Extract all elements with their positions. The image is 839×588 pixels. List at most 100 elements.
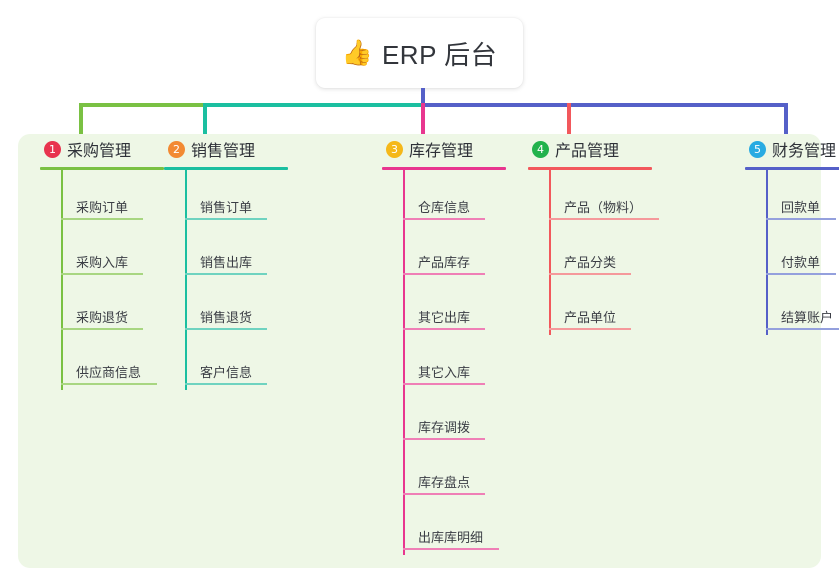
branch-item[interactable]: 回款单 [745,170,839,225]
branch-spine [403,170,405,555]
branch-item-rule [185,328,267,330]
branch-spine [549,170,551,335]
branch-item[interactable]: 采购订单 [40,170,180,225]
root-title: ERP 后台 [381,39,498,70]
branch-item-label: 回款单 [781,200,821,215]
branch-header-rule [528,167,652,170]
branch-spine [766,170,768,335]
branch-item-rule [549,328,631,330]
branch-item-rule [403,493,485,495]
branch-title: 财务管理 [772,143,837,160]
branch-spine [185,170,187,390]
branch-item-rule [185,273,267,275]
branch-item[interactable]: 库存盘点 [382,445,532,500]
branch-item[interactable]: 产品库存 [382,225,532,280]
branch-items: 回款单付款单结算账户 [745,170,839,335]
branch-number-badge: 2 [168,140,185,158]
trunk-stem-connector [421,88,425,105]
branch-number-badge: 1 [44,140,61,158]
branch-items: 仓库信息产品库存其它出库其它入库库存调拨库存盘点出库库明细 [382,170,532,555]
branch-item-rule [403,328,485,330]
branch-item-label: 采购退货 [76,310,129,325]
branch-items: 销售订单销售出库销售退货客户信息 [164,170,314,390]
branch-item-rule [403,218,485,220]
branch-header-1[interactable]: 1 采购管理 [40,134,180,164]
horizontal-connector-purple [421,103,788,107]
branch-item[interactable]: 采购退货 [40,280,180,335]
branch-item-label: 产品库存 [418,255,471,270]
branch-item[interactable]: 付款单 [745,225,839,280]
branch-item[interactable]: 仓库信息 [382,170,532,225]
branch-item-rule [403,438,485,440]
drop-connector-2 [203,103,207,136]
branch-item-label: 其它入库 [418,365,471,380]
branch-title: 采购管理 [67,143,132,160]
branch-item[interactable]: 采购入库 [40,225,180,280]
branch-column-1: 1 采购管理采购订单采购入库采购退货供应商信息 [40,134,180,390]
branch-item-label: 销售出库 [200,255,253,270]
branch-item-label: 出库库明细 [418,530,484,545]
branch-title: 产品管理 [555,143,620,160]
root-node-content: 👍 ERP 后台 [342,35,497,72]
branch-item[interactable]: 销售退货 [164,280,314,335]
branch-item[interactable]: 库存调拨 [382,390,532,445]
branch-column-5: 5 财务管理回款单付款单结算账户 [745,134,839,335]
branch-item-rule [549,273,631,275]
thumbs-up-icon: 👍 [341,38,373,67]
branch-item-rule [549,218,659,220]
branch-item-rule [403,548,499,550]
branch-item[interactable]: 销售出库 [164,225,314,280]
branch-item-rule [403,383,485,385]
branch-item-label: 供应商信息 [76,365,142,380]
branch-item[interactable]: 销售订单 [164,170,314,225]
branch-items: 采购订单采购入库采购退货供应商信息 [40,170,180,390]
horizontal-connector-teal [203,103,423,107]
branch-item-rule [185,218,267,220]
branch-item-label: 结算账户 [781,310,834,325]
branch-item-rule [61,383,157,385]
drop-connector-4 [567,103,571,136]
branch-item-label: 产品分类 [564,255,617,270]
branch-item[interactable]: 产品单位 [528,280,688,335]
branch-item-label: 库存调拨 [418,420,471,435]
branch-item-label: 采购入库 [76,255,129,270]
branch-item-rule [185,383,267,385]
branch-item-rule [61,218,143,220]
branch-item-rule [766,273,836,275]
branch-number-badge: 4 [532,140,549,158]
branch-item-label: 销售订单 [200,200,253,215]
branch-item[interactable]: 其它出库 [382,280,532,335]
branch-header-4[interactable]: 4 产品管理 [528,134,688,164]
branch-item-rule [766,328,839,330]
horizontal-connector-green [79,103,205,107]
branch-header-rule [164,167,288,170]
branch-item-label: 采购订单 [76,200,129,215]
branch-item-label: 其它出库 [418,310,471,325]
branch-header-5[interactable]: 5 财务管理 [745,134,839,164]
drop-connector-3 [421,103,425,136]
branch-item-label: 付款单 [781,255,821,270]
branch-item[interactable]: 产品分类 [528,225,688,280]
branch-item[interactable]: 出库库明细 [382,500,532,555]
branch-item[interactable]: 产品（物料） [528,170,688,225]
branch-header-rule [745,167,839,170]
branch-items: 产品（物料） 产品分类产品单位 [528,170,688,335]
branch-item-rule [61,328,143,330]
branch-item[interactable]: 客户信息 [164,335,314,390]
branch-item-rule [403,273,485,275]
branch-number-badge: 5 [749,140,766,158]
branch-item-label: 销售退货 [200,310,253,325]
branch-item[interactable]: 其它入库 [382,335,532,390]
branch-title: 库存管理 [409,143,474,160]
branch-item[interactable]: 供应商信息 [40,335,180,390]
branch-item-label: 仓库信息 [418,200,471,215]
branch-item-rule [766,218,836,220]
root-node[interactable]: 👍 ERP 后台 [316,18,523,88]
branch-item-label: 产品单位 [564,310,617,325]
branch-item[interactable]: 结算账户 [745,280,839,335]
